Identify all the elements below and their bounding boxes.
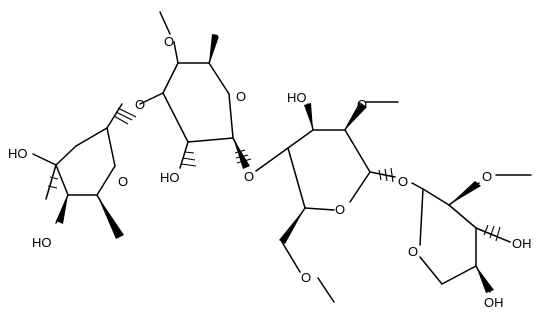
- oh-d3-label: OH: [512, 236, 532, 251]
- ring-d: [411, 174, 532, 293]
- ring-a-oxygen-label: O: [118, 174, 128, 189]
- ring-c-oxygen-label: O: [335, 202, 345, 217]
- link-ab-oxygen-label: O: [135, 97, 145, 112]
- link-bc-oxygen-label: O: [244, 169, 254, 184]
- ring-b: [139, 11, 248, 169]
- methoxy-c6-oxygen-label: O: [301, 270, 311, 285]
- oh-a4-label: HO: [8, 146, 28, 161]
- stereo-wedges: [56, 34, 494, 293]
- ring-c: [255, 101, 399, 303]
- methoxy-d-oxygen-label: O: [482, 169, 492, 184]
- stereo-hashes: [46, 107, 501, 242]
- methoxy-b-oxygen-label: O: [164, 34, 174, 49]
- oh-a5-label: HO: [32, 235, 52, 250]
- atom-labels: HO HO O O O O HO O HO O O O O O O OH OH: [8, 34, 532, 310]
- ring-b-oxygen-label: O: [236, 89, 246, 104]
- ring-d-oxygen-label: O: [408, 244, 418, 259]
- oh-b2-label: HO: [160, 170, 180, 185]
- oh-c3-label: HO: [287, 90, 307, 105]
- oh-d4-label: OH: [484, 295, 504, 310]
- ring-a: [32, 103, 123, 232]
- link-cd-oxygen-label: O: [398, 174, 408, 189]
- methoxy-c-oxygen-label: O: [357, 97, 367, 112]
